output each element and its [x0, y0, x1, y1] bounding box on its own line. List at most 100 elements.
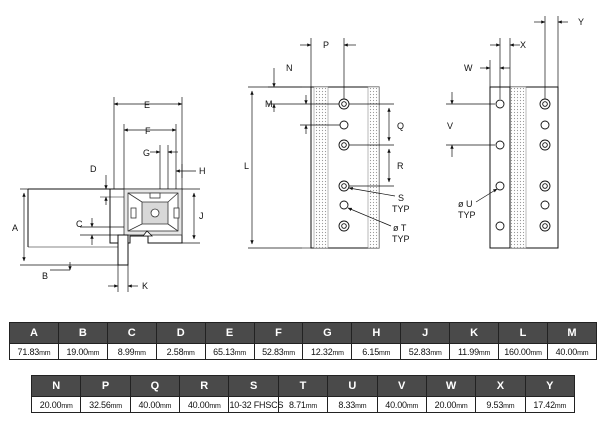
- label-l: L: [244, 161, 249, 171]
- hole: [339, 200, 349, 210]
- hole: [495, 140, 505, 150]
- column-header: L: [498, 322, 548, 344]
- cell-value: 32.56: [89, 399, 111, 410]
- label-p: P: [323, 40, 329, 50]
- column-header: B: [57, 322, 108, 344]
- cell-unit: mm: [530, 349, 542, 357]
- table-cell: 8.71mm: [277, 396, 329, 413]
- label-c: C: [76, 219, 83, 229]
- cell-unit: mm: [283, 349, 295, 357]
- column-header: E: [204, 322, 255, 344]
- column-header: V: [376, 375, 427, 397]
- cell-unit: mm: [332, 349, 344, 357]
- column-header: J: [400, 322, 451, 344]
- hole: [495, 99, 505, 109]
- end-view-holes: [495, 98, 551, 232]
- label-w: W: [464, 63, 473, 73]
- cell-unit: mm: [456, 402, 468, 410]
- table-cell: 40.00mm: [376, 396, 427, 413]
- column-header: P: [80, 375, 131, 397]
- cell-unit: mm: [87, 349, 100, 357]
- cell-unit: mm: [305, 402, 317, 410]
- cell-unit: mm: [183, 349, 195, 357]
- hole: [339, 120, 349, 130]
- cell-unit: mm: [503, 402, 515, 410]
- table-cell: 10-32 FHSCS: [228, 396, 283, 413]
- table-cell: 8.33mm: [327, 396, 378, 413]
- cell-value: 11.99: [458, 346, 479, 357]
- column-header: G: [302, 322, 353, 344]
- cell-value: 17.42: [533, 399, 555, 410]
- label-k: K: [142, 281, 148, 291]
- table-cell: 2.58mm: [155, 343, 206, 360]
- cell-unit: mm: [430, 349, 442, 357]
- end-view-dimensions: [446, 16, 568, 203]
- column-header: H: [351, 322, 402, 344]
- cell-unit: mm: [478, 349, 491, 357]
- table-cell: 19.00mm: [57, 343, 108, 360]
- cell-value: 40.00: [187, 399, 210, 410]
- table-cell: 20.00mm: [425, 396, 477, 413]
- table-cell: 65.13mm: [204, 343, 255, 360]
- column-header: F: [253, 322, 304, 344]
- cell-value: 71.83: [17, 346, 40, 357]
- label-d: D: [90, 164, 97, 174]
- cell-value: 2.58: [166, 346, 184, 357]
- table-cell: 40.00mm: [129, 396, 181, 413]
- cell-value: 8.99: [117, 346, 135, 357]
- table-cell: 52.83mm: [253, 343, 304, 360]
- cell-value: 8.33: [338, 399, 356, 410]
- cell-unit: mm: [160, 402, 172, 410]
- column-header: U: [327, 375, 378, 397]
- cell-unit: mm: [554, 402, 567, 410]
- cell-unit: mm: [134, 349, 146, 357]
- table-cell: 20.00mm: [30, 396, 82, 413]
- cell-value: 52.83: [262, 346, 284, 357]
- label-u-typ: TYP: [458, 210, 476, 220]
- label-y: Y: [578, 17, 584, 27]
- cell-value: 19.00: [66, 346, 88, 357]
- cell-unit: mm: [61, 402, 73, 410]
- column-header: T: [277, 375, 329, 397]
- column-header: D: [155, 322, 206, 344]
- table-cell: 11.99mm: [449, 343, 500, 360]
- table-cell: 71.83mm: [9, 343, 59, 360]
- label-r: R: [397, 161, 404, 171]
- label-x: X: [520, 40, 526, 50]
- label-e: E: [144, 100, 150, 110]
- cell-value: 52.83: [408, 346, 431, 357]
- cell-value: 40.00: [385, 399, 407, 410]
- dimension-labels: E F G H D A C J B K P N M L Q R S TYP ø …: [12, 17, 584, 291]
- cell-value: 40.00: [555, 346, 578, 357]
- cell-unit: mm: [110, 402, 122, 410]
- label-n: N: [286, 63, 293, 73]
- technical-drawing: E F G H D A C J B K P N M L Q R S TYP ø …: [12, 16, 584, 292]
- side-view: [27, 188, 183, 266]
- column-header: S: [228, 375, 279, 397]
- column-header: W: [425, 375, 477, 397]
- column-header: X: [475, 375, 526, 397]
- label-s: S: [398, 193, 404, 203]
- hole: [540, 120, 550, 130]
- bracket-stem: [117, 234, 129, 266]
- label-f: F: [145, 126, 151, 136]
- end-view: [489, 86, 559, 249]
- column-header: K: [449, 322, 500, 344]
- label-j: J: [199, 211, 204, 221]
- column-header: N: [30, 375, 82, 397]
- label-a: A: [12, 223, 18, 233]
- cell-value: 10-32 FHSCS: [229, 399, 284, 410]
- cell-value: 65.13: [213, 346, 235, 357]
- label-v: V: [447, 121, 453, 131]
- label-s-typ: TYP: [392, 204, 410, 214]
- table-cell: 32.56mm: [80, 396, 131, 413]
- cell-unit: mm: [577, 349, 589, 357]
- table-cell: 9.53mm: [475, 396, 526, 413]
- table-cell: 12.32mm: [302, 343, 353, 360]
- label-q: Q: [397, 121, 404, 131]
- table-cell: 52.83mm: [400, 343, 451, 360]
